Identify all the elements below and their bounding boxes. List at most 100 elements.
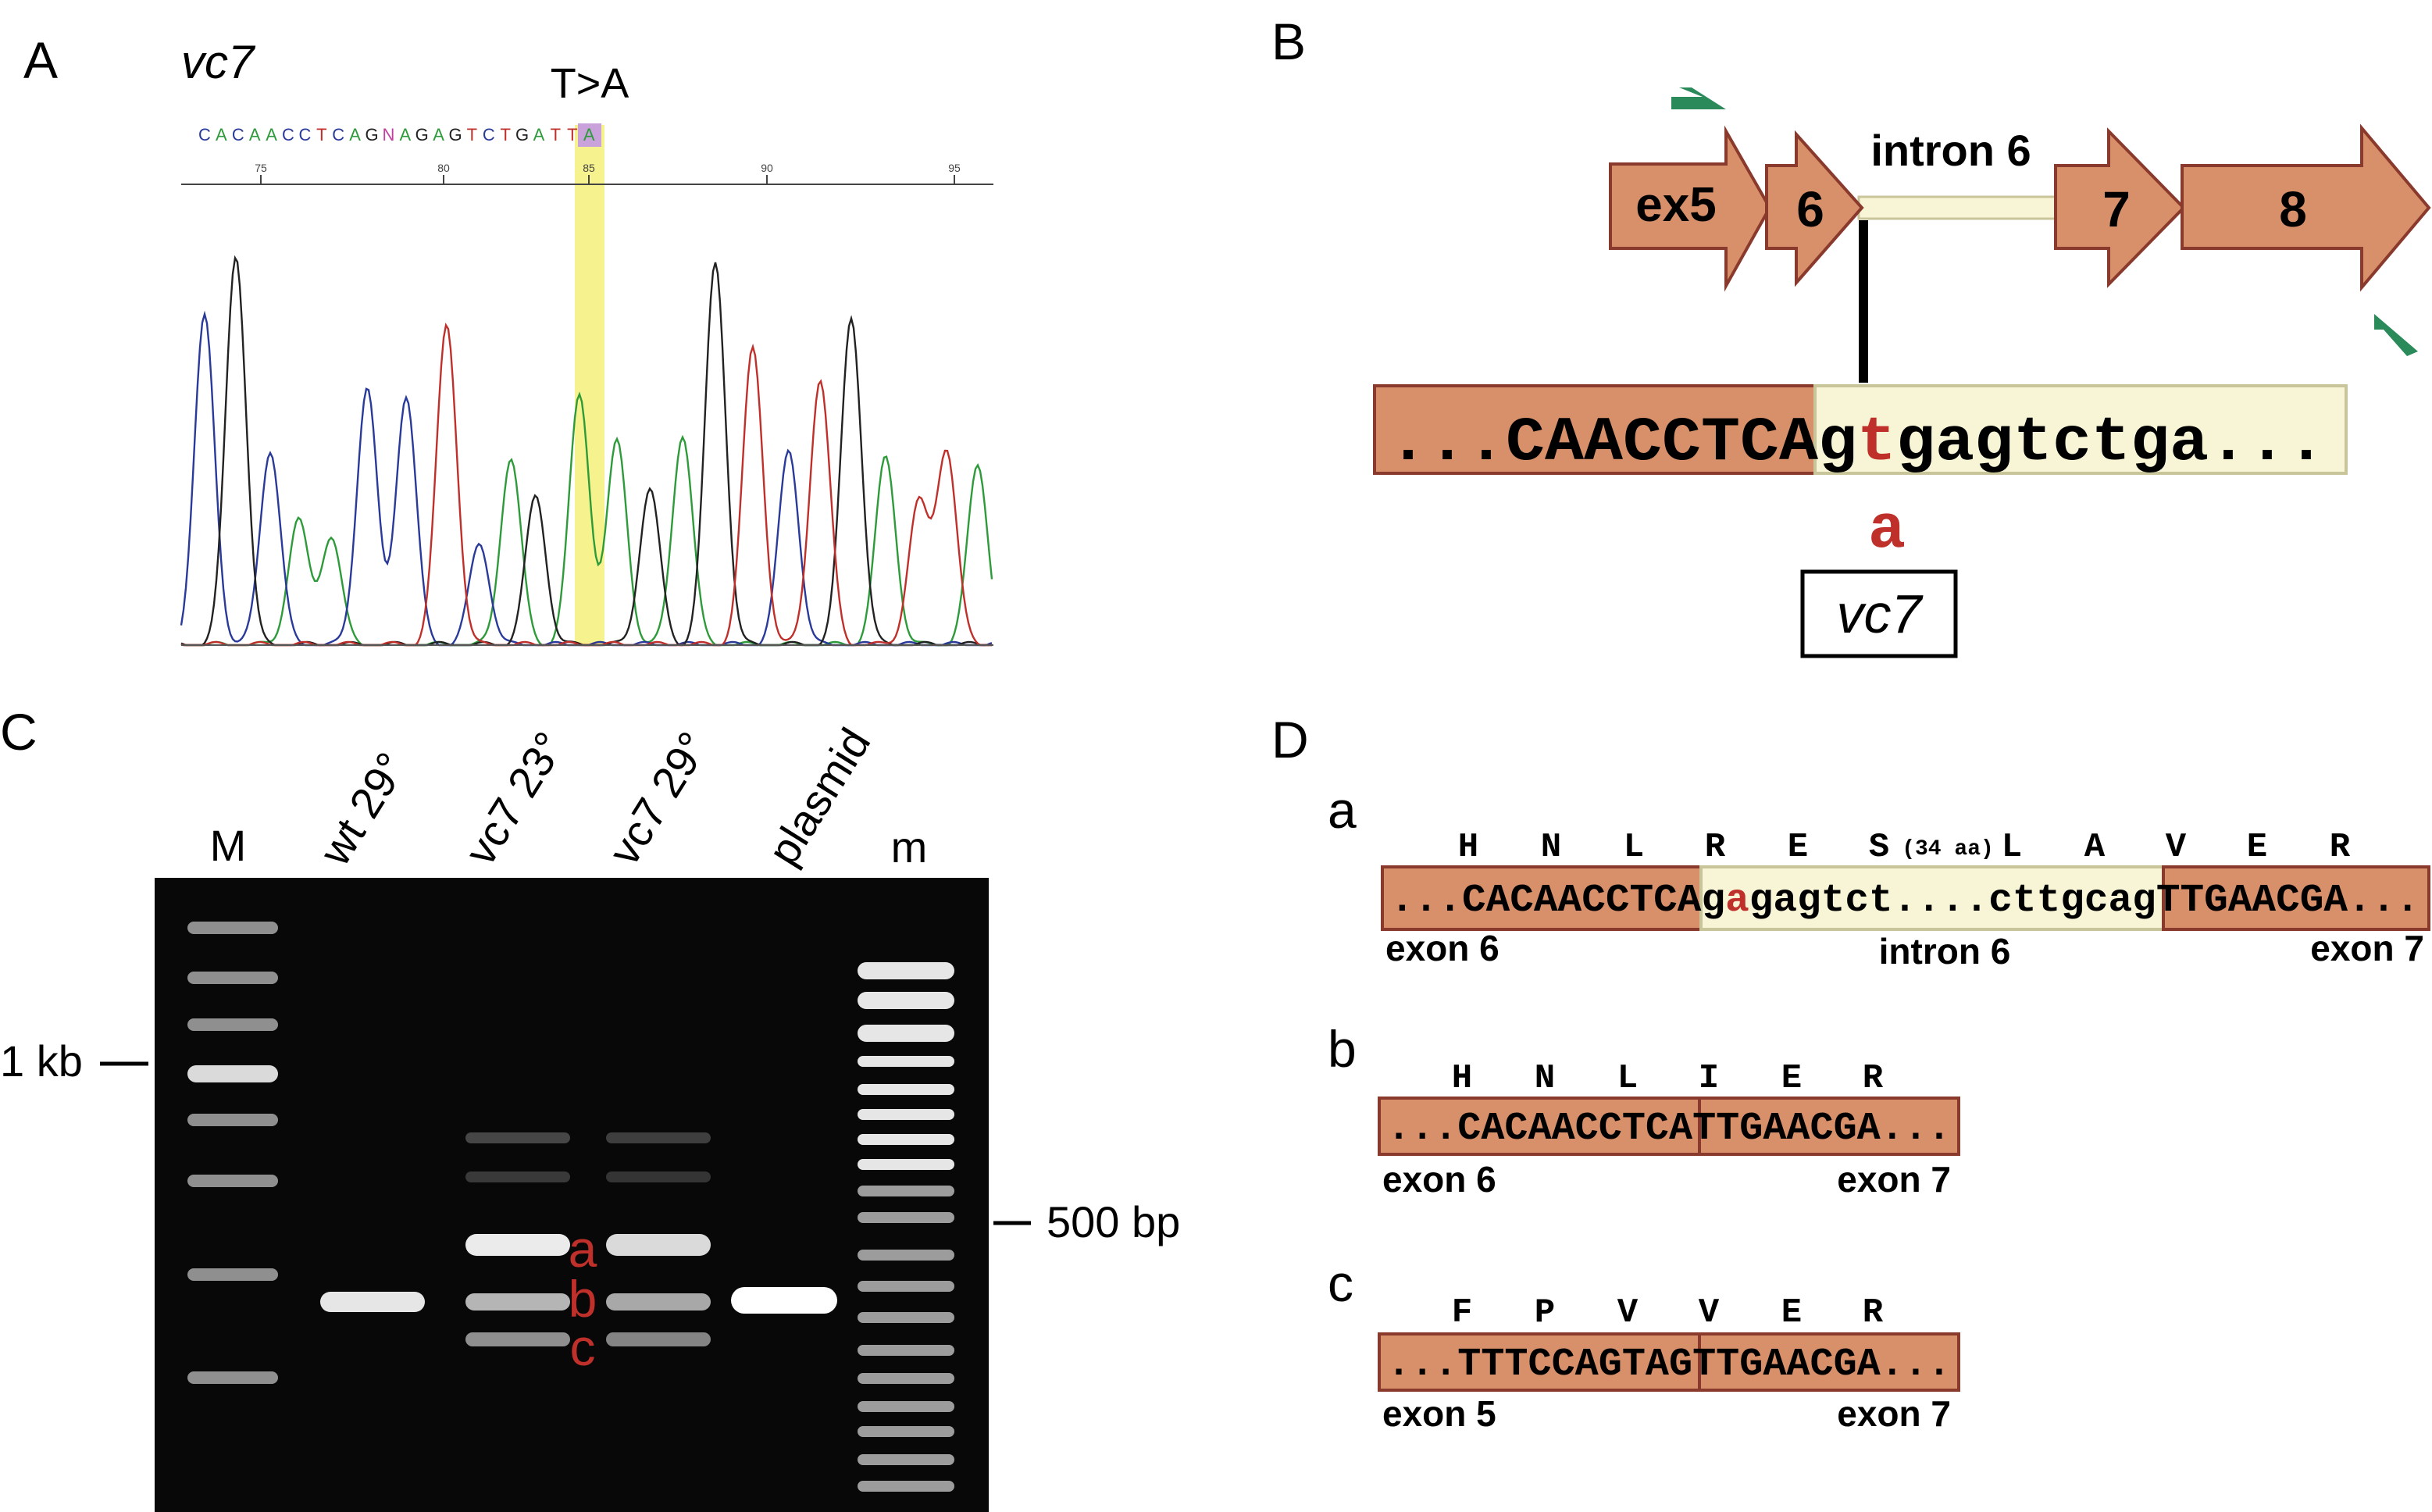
amino-acid: N (1541, 828, 1561, 867)
smear-vc7-23 (465, 1171, 570, 1182)
position-label: 95 (948, 162, 961, 174)
position-label: 75 (255, 162, 267, 174)
transcript-a-exon7-box (2162, 865, 2430, 931)
base-call: C (282, 125, 294, 144)
smear-vc7-29 (606, 1171, 711, 1182)
ladder-band (187, 922, 278, 934)
transcript-a-intron-box (1699, 865, 2165, 931)
panel-b-letter: B (1271, 12, 1306, 70)
sequence-exon-box (1373, 384, 1817, 475)
band-vc7-29-a (606, 1234, 711, 1256)
base-call: G (365, 125, 378, 144)
amino-acid: S (1869, 828, 1889, 867)
transcript-c-right-label: exon 7 (1837, 1393, 1951, 1434)
transcript-a-letter: a (1328, 781, 1357, 839)
ladder-band-small (858, 1056, 954, 1067)
band-wt29 (320, 1292, 425, 1312)
transcript-b-sequence: ...CACAACCTCATTGAACGA... (1387, 1107, 1951, 1151)
sequence-intron-box (1813, 384, 2348, 475)
amino-acid: A (2084, 828, 2106, 867)
position-label: 90 (761, 162, 773, 174)
base-call: C (198, 125, 211, 144)
base-call: T (567, 125, 577, 144)
base-call: C (298, 125, 311, 144)
panel-c: C M wt 29° vc7 23° vc7 29° plasmid m 1 k… (0, 703, 1180, 1512)
ladder-band-small (858, 992, 954, 1009)
ladder-band-small (858, 962, 954, 979)
amino-acid: L (2002, 828, 2022, 867)
lane-label-wt29: wt 29° (309, 744, 416, 874)
panel-d-letter: D (1271, 711, 1309, 768)
base-call: C (232, 125, 244, 144)
amino-acid: (34 aa) (1902, 837, 1994, 861)
lane-label-vc7-23: vc7 23° (455, 723, 575, 873)
transcript-c-left-box (1378, 1332, 1701, 1392)
amino-acid: V (1699, 1293, 1720, 1332)
exon-7-label: 7 (2102, 181, 2131, 237)
base-call: T (467, 125, 477, 144)
allele-box (1800, 569, 1958, 658)
ladder-band-small (858, 1281, 954, 1292)
base-call: A (399, 125, 411, 144)
amino-acid: E (2247, 828, 2267, 867)
transcript-a-intron-label: intron 6 (1879, 931, 2011, 972)
amino-acid: V (1617, 1293, 1639, 1332)
forward-primer-icon (1671, 87, 1726, 109)
base-call: A (266, 125, 277, 144)
transcript-a-exon6-label: exon 6 (1385, 928, 1499, 968)
base-call: A (216, 125, 227, 144)
ladder-band-small (858, 1454, 954, 1465)
chromatogram-title: vc7 (181, 36, 256, 88)
ladder-band-small (858, 1481, 954, 1492)
lane-label-vc7-29: vc7 29° (599, 723, 719, 873)
band-plasmid (731, 1287, 837, 1314)
lane-label-m-small: m (891, 822, 928, 872)
amino-acid: R (1863, 1059, 1884, 1098)
base-call: A (249, 125, 261, 144)
amino-acid: E (1781, 1059, 1802, 1098)
smear-vc7-29 (606, 1132, 711, 1143)
transcript-c-left-label: exon 5 (1382, 1393, 1496, 1434)
amino-acid: V (2166, 828, 2187, 867)
mutant-base: a (1868, 495, 1906, 566)
amino-acid: P (1535, 1293, 1555, 1332)
band-label-c: c (570, 1318, 596, 1376)
gel-bands (187, 922, 954, 1492)
transcript-b-left-label: exon 6 (1382, 1159, 1496, 1200)
base-call: T (316, 125, 326, 144)
transcript-c-sequence: ...TTTCCAGTAGTTGAACGA... (1387, 1343, 1951, 1387)
ladder-band (187, 972, 278, 984)
gel-image (155, 878, 989, 1512)
panel-c-letter: C (0, 703, 37, 761)
ladder-band-small (858, 1250, 954, 1261)
transcript-a-exon6-box (1381, 865, 1703, 931)
ladder-band-small (858, 1109, 954, 1120)
base-call: A (583, 125, 595, 144)
amino-acid: N (1535, 1059, 1555, 1098)
base-call: T (551, 125, 561, 144)
ladder-band-small (858, 1084, 954, 1095)
ladder-band-small (858, 1025, 954, 1042)
lane-label-m-large: M (210, 821, 247, 870)
ladder-band (187, 1175, 278, 1187)
transcript-c-right-box (1698, 1332, 1960, 1392)
exon-5-label: ex5 (1635, 178, 1716, 232)
band-vc7-29-b (606, 1293, 711, 1311)
intron-6-bar (1857, 195, 2071, 220)
ladder-band-small (858, 1401, 954, 1412)
base-call: C (483, 125, 495, 144)
band-vc7-29-c (606, 1332, 711, 1346)
amino-acid: E (1781, 1293, 1802, 1332)
ladder-band (187, 1268, 278, 1281)
exon-8-label: 8 (2279, 181, 2307, 237)
exon-6-label: 6 (1796, 181, 1824, 237)
band-vc7-23-b (465, 1293, 570, 1311)
band-vc7-23-c (465, 1332, 570, 1346)
